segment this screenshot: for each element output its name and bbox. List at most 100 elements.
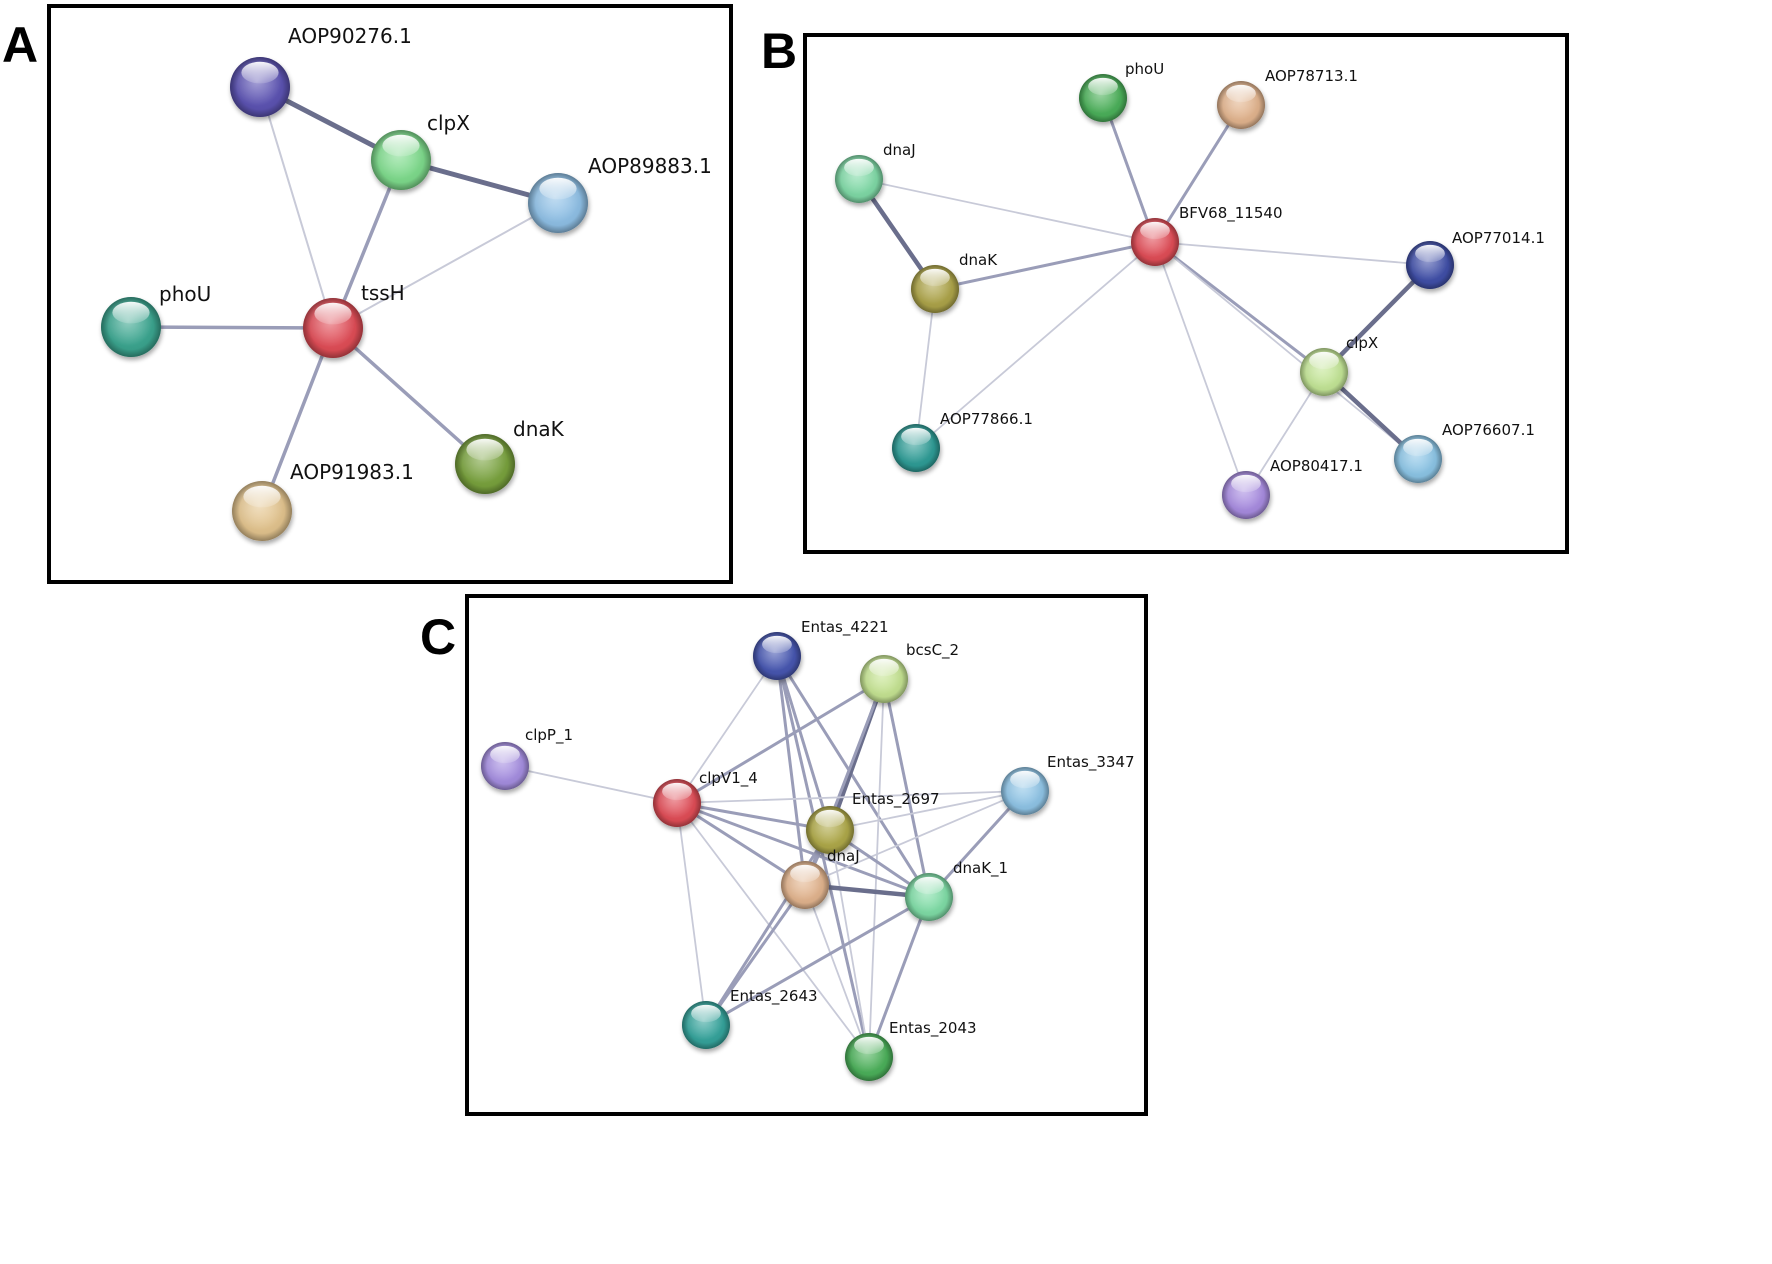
panel-c-node-clpp-1-highlight bbox=[490, 745, 520, 764]
panel-c-node-dnak-1-highlight bbox=[914, 876, 944, 895]
panel-b-edge-dnaj-bfv68_11540 bbox=[858, 178, 1156, 243]
panel-c-edge-dnaj-entas_2043 bbox=[804, 884, 870, 1058]
panel-c-node-clpv1-4-highlight bbox=[662, 782, 692, 801]
panel-c-edge-entas_3347-dnaj bbox=[804, 790, 1026, 886]
panel-c-node-clpp-1-label: clpP_1 bbox=[525, 726, 573, 745]
panel-a-edge-phou-tssh bbox=[129, 325, 335, 330]
panel-b-edge-dnak-bfv68_11540 bbox=[933, 240, 1157, 291]
panel-b-node-bfv68-11540-label: BFV68_11540 bbox=[1179, 204, 1282, 223]
panel-a-node-phou-label: phoU bbox=[159, 282, 211, 306]
panel-c-edge-entas_4221-dnak_1 bbox=[775, 654, 931, 899]
panel-c-node-bcsc-2: bcsC_2 bbox=[860, 641, 959, 703]
panel-a-node-clpx: clpX bbox=[371, 111, 470, 190]
panel-c-edge-entas_4221-dnaj bbox=[775, 654, 807, 887]
panel-c-node-entas-3347-label: Entas_3347 bbox=[1047, 753, 1135, 772]
panel-a-node-phou: phoU bbox=[101, 282, 211, 357]
panel-a-node-aop91983-1-label: AOP91983.1 bbox=[290, 460, 414, 484]
panel-c-node-bcsc-2-highlight bbox=[869, 658, 899, 677]
panel-b-node-aop76607-1-label: AOP76607.1 bbox=[1442, 421, 1535, 439]
panel-c-node-entas-2643-label: Entas_2643 bbox=[730, 987, 818, 1006]
panel-c-edge-bcsc_2-entas_2043 bbox=[868, 678, 885, 1058]
panel-b-node-aop77866-1-highlight bbox=[901, 427, 931, 446]
panel-c-edge-clpv1_4-entas_3347 bbox=[676, 790, 1026, 804]
panel-b-node-aop78713-1-highlight bbox=[1226, 84, 1256, 103]
panel-a-node-dnak: dnaK bbox=[455, 417, 565, 494]
panel-c-edge-entas_4221-entas_2697 bbox=[775, 654, 832, 832]
panel-b-node-phou-label: phoU bbox=[1125, 60, 1164, 78]
panel-b-node-aop77866-1: AOP77866.1 bbox=[892, 410, 1033, 472]
panel-c-edge-entas_4221-clpv1_4 bbox=[676, 655, 778, 804]
panel-b-node-aop77866-1-label: AOP77866.1 bbox=[940, 410, 1033, 428]
panel-b-node-phou: phoU bbox=[1079, 60, 1164, 122]
panel-a-node-tssh-highlight bbox=[314, 302, 352, 325]
panel-c-letter: C bbox=[420, 609, 457, 665]
panel-a-node-tssh-label: tssH bbox=[361, 281, 405, 305]
panel-a-node-clpx-label: clpX bbox=[427, 111, 470, 135]
panel-b-node-dnaj: dnaJ bbox=[835, 141, 916, 203]
panel-b-node-aop80417-1-highlight bbox=[1231, 474, 1261, 493]
panel-b-node-dnaj-highlight bbox=[844, 158, 874, 177]
panel-b-node-aop77014-1-label: AOP77014.1 bbox=[1452, 229, 1545, 247]
panel-c-node-dnaj-highlight bbox=[790, 864, 820, 883]
panel-a-node-aop89883-1: AOP89883.1 bbox=[528, 154, 712, 233]
panel-a-edge-aop90276.1-tssh bbox=[259, 86, 334, 329]
panel-a-node-aop91983-1: AOP91983.1 bbox=[232, 460, 414, 541]
panel-b-node-aop80417-1: AOP80417.1 bbox=[1222, 457, 1363, 519]
panel-b-node-dnak-label: dnaK bbox=[959, 251, 998, 269]
panel-b-node-aop80417-1-label: AOP80417.1 bbox=[1270, 457, 1363, 475]
panel-c-edge-clpv1_4-dnak_1 bbox=[675, 801, 931, 899]
panel-a-edge-clpx-tssh bbox=[331, 158, 403, 330]
panel-a-node-phou-highlight bbox=[112, 301, 150, 324]
panel-a-letter: A bbox=[2, 17, 39, 73]
panel-b-edge-dnak-aop77866.1 bbox=[915, 288, 936, 449]
panel-b-letter: B bbox=[761, 23, 798, 79]
panel-b-edge-bfv68_11540-aop77014.1 bbox=[1154, 241, 1431, 266]
panel-b-node-dnaj-label: dnaJ bbox=[883, 141, 916, 159]
panel-b-node-aop77014-1-highlight bbox=[1415, 244, 1445, 263]
panel-a-node-aop90276-1-highlight bbox=[241, 61, 279, 84]
panel-c-node-entas-3347-highlight bbox=[1010, 770, 1040, 789]
panel-c-node-entas-4221-highlight bbox=[762, 635, 792, 654]
panel-a-node-dnak-highlight bbox=[466, 438, 504, 461]
panel-b-node-aop78713-1-label: AOP78713.1 bbox=[1265, 67, 1358, 85]
panel-b-edge-bfv68_11540-aop76607.1 bbox=[1154, 241, 1419, 460]
panel-b-node-clpx-highlight bbox=[1309, 351, 1339, 370]
panel-a-node-clpx-highlight bbox=[382, 134, 420, 157]
panel-b-node-bfv68-11540-highlight bbox=[1140, 221, 1170, 240]
panel-c-node-clpp-1: clpP_1 bbox=[481, 726, 573, 790]
panel-b-node-aop76607-1: AOP76607.1 bbox=[1394, 421, 1535, 483]
panel-b-node-aop77014-1: AOP77014.1 bbox=[1406, 229, 1545, 289]
panel-a-edge-tssh-dnak bbox=[331, 326, 487, 466]
panel-a-edge-tssh-aop91983.1 bbox=[260, 326, 335, 513]
panel-c-edge-clpv1_4-entas_2697 bbox=[675, 801, 832, 832]
panel-b-node-aop78713-1: AOP78713.1 bbox=[1217, 67, 1358, 129]
panel-c-node-dnaj-label: dnaJ bbox=[827, 847, 860, 865]
panel-b-node-aop76607-1-highlight bbox=[1403, 438, 1433, 457]
panel-b-node-dnak: dnaK bbox=[911, 251, 998, 313]
panel-c-node-dnak-1-label: dnaK_1 bbox=[953, 859, 1008, 878]
panel-b-edge-bfv68_11540-aop80417.1 bbox=[1154, 241, 1247, 496]
panel-c-node-entas-2043-highlight bbox=[854, 1036, 884, 1055]
panel-c-edge-clpv1_4-entas_2643 bbox=[676, 802, 707, 1026]
panel-c-frame bbox=[465, 594, 1148, 1116]
panel-a-frame bbox=[47, 4, 733, 584]
panel-c-node-clpv1-4: clpV1_4 bbox=[653, 769, 758, 827]
panel-a-node-aop91983-1-highlight bbox=[243, 485, 281, 508]
panel-b-edge-clpx-aop77014.1 bbox=[1321, 262, 1433, 375]
panel-c-edge-entas_3347-entas_2697 bbox=[829, 790, 1026, 831]
panel-c-node-dnak-1: dnaK_1 bbox=[905, 859, 1008, 921]
panel-b-edge-aop78713.1-bfv68_11540 bbox=[1153, 103, 1243, 244]
panel-b-edge-bfv68_11540-clpx bbox=[1153, 240, 1326, 374]
panel-b-edge-clpx-aop80417.1 bbox=[1245, 371, 1325, 496]
panel-c-node-entas-3347: Entas_3347 bbox=[1001, 753, 1135, 815]
panel-c-node-entas-2643-highlight bbox=[691, 1004, 721, 1023]
panel-c-node-entas-2697-label: Entas_2697 bbox=[852, 790, 940, 809]
panel-a-node-dnak-label: dnaK bbox=[513, 417, 565, 441]
panel-c-node-entas-2697: Entas_2697 bbox=[806, 790, 940, 854]
panel-c-node-entas-2043: Entas_2043 bbox=[845, 1019, 977, 1081]
panel-a-node-aop90276-1: AOP90276.1 bbox=[230, 24, 412, 117]
panel-c-edge-dnak_1-entas_2043 bbox=[867, 895, 931, 1059]
panel-c-node-entas-2643: Entas_2643 bbox=[682, 987, 818, 1049]
panel-c-node-entas-4221-label: Entas_4221 bbox=[801, 618, 889, 637]
panel-a-edge-aop89883.1-tssh bbox=[332, 202, 559, 329]
